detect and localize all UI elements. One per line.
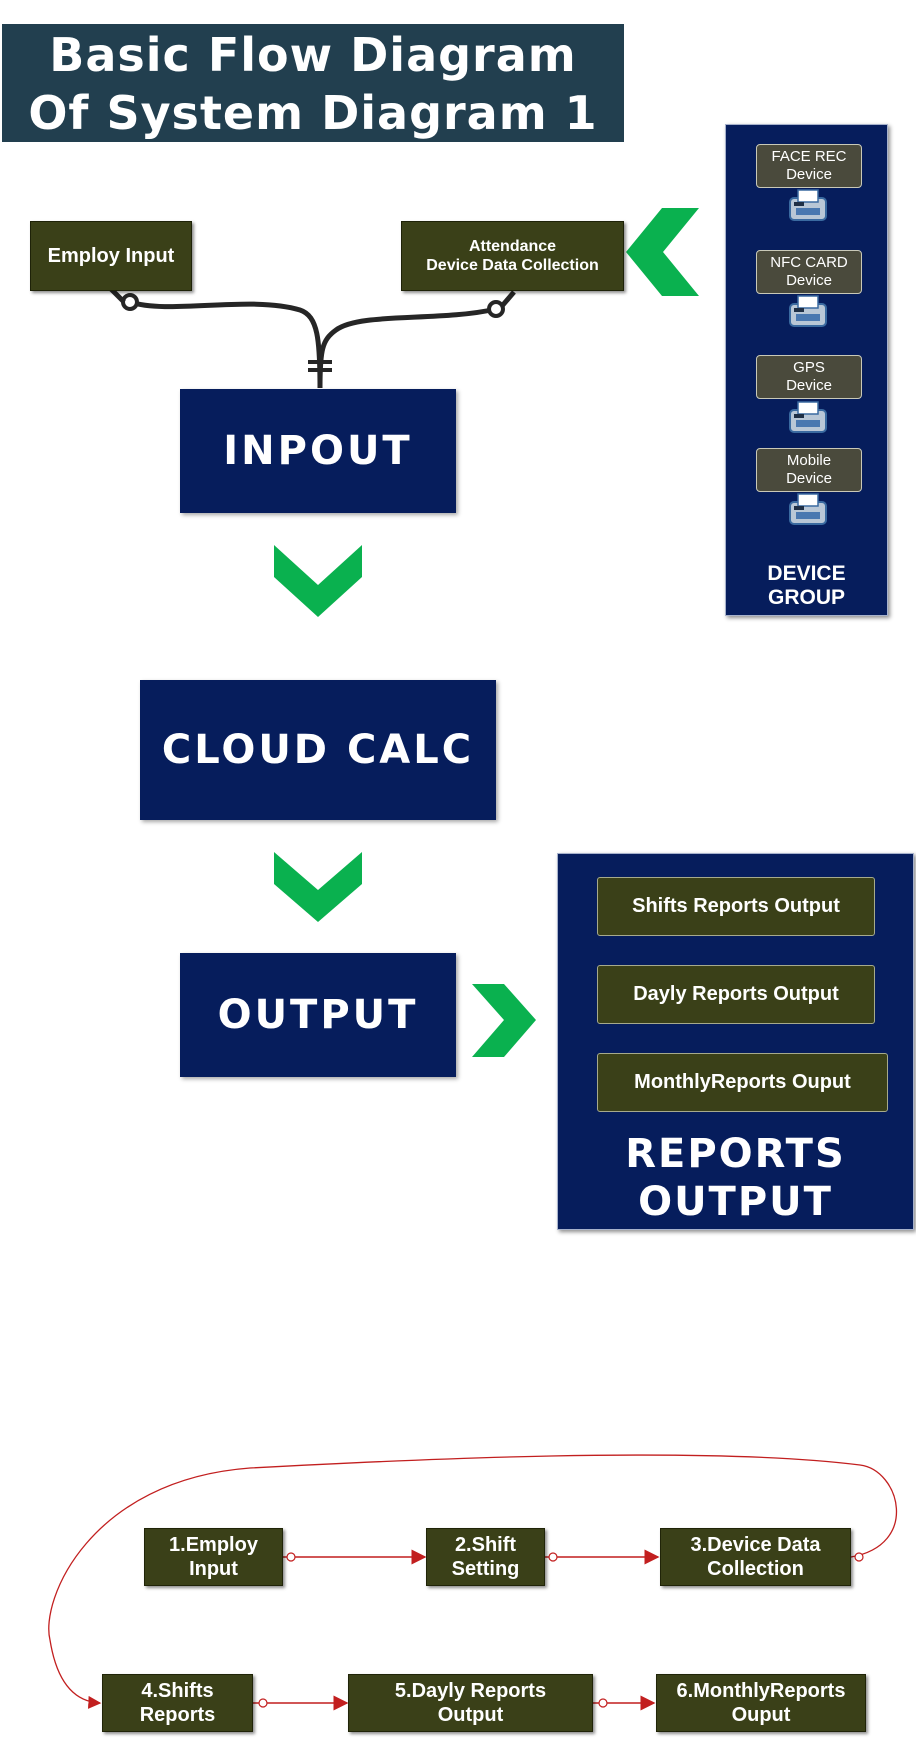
step-line-1: 6.MonthlyReports [676, 1680, 846, 1702]
attendance-label-line-1: Attendance [468, 238, 557, 255]
employ-input-box: Employ Input [30, 221, 192, 291]
step-line-2: Ouput [731, 1704, 791, 1726]
device-line-2: Device [786, 272, 832, 289]
device-icon [789, 401, 827, 433]
output-label: OUTPUT [217, 992, 419, 1038]
reports-output-label: REPORTS OUTPUT [557, 1130, 914, 1226]
step-line-2: Collection [707, 1558, 804, 1580]
device-icon [789, 295, 827, 327]
device-group-label-line-1: DEVICE [767, 562, 846, 585]
title-line-1: Basic Flow Diagram [49, 28, 577, 82]
cloud-to-output-chevron [274, 852, 362, 922]
device-line-1: GPS [793, 359, 825, 376]
inpout-label: INPOUT [223, 428, 413, 474]
step-line-1: 4.Shifts [141, 1680, 214, 1702]
mobile-device-label: Mobile Device [756, 448, 862, 492]
step-line-2: Output [437, 1704, 504, 1726]
device-to-attendance-chevron [626, 208, 699, 296]
step-line-1: 1.Employ [169, 1534, 258, 1556]
dayly-reports-output-item: Dayly Reports Output [597, 965, 875, 1024]
connector-1-to-2-origin [286, 1552, 296, 1562]
step-line-1: 3.Device Data [690, 1534, 821, 1556]
device-icon [789, 189, 827, 221]
report-item-label: MonthlyReports Ouput [634, 1071, 851, 1093]
gps-device-label: GPS Device [756, 355, 862, 399]
attendance-connector [317, 306, 497, 389]
step-line-1: 2.Shift [454, 1534, 517, 1556]
device-line-2: Device [786, 377, 832, 394]
step-line-1: 5.Dayly Reports [394, 1680, 547, 1702]
device-icon [789, 493, 827, 525]
step-line-2: Reports [139, 1704, 216, 1726]
reports-output-label-line-2: OUTPUT [638, 1179, 833, 1225]
attendance-connector-tick [500, 290, 516, 308]
face-rec-device-label: FACE REC Device [756, 144, 862, 188]
step-6-monthly-reports-output: 6.MonthlyReports Ouput [656, 1674, 866, 1732]
connector-5-to-6-origin [598, 1698, 608, 1708]
inpout-crowfoot [308, 360, 332, 372]
reports-output-label-line-1: REPORTS [625, 1131, 846, 1177]
inpout-to-cloud-chevron [274, 545, 362, 617]
attendance-box: Attendance Device Data Collection [401, 221, 624, 291]
device-line-1: NFC CARD [770, 254, 848, 271]
cloud-calc-box: CLOUD CALC [140, 680, 496, 820]
title-line-2: Of System Diagram 1 [28, 86, 598, 140]
output-box: OUTPUT [180, 953, 456, 1077]
step-1-employ-input: 1.Employ Input [144, 1528, 283, 1586]
nfc-card-device-label: NFC CARD Device [756, 250, 862, 294]
attendance-connector-end [487, 300, 505, 318]
shifts-reports-output-item: Shifts Reports Output [597, 877, 875, 936]
diagram-title: Basic Flow Diagram Of System Diagram 1 [2, 24, 624, 142]
device-line-1: Mobile [786, 452, 832, 469]
connector-3-to-4 [48, 1454, 898, 1709]
device-line-2: Device [786, 166, 832, 183]
step-2-shift-setting: 2.Shift Setting [426, 1528, 545, 1586]
step-line-2: Setting [451, 1558, 520, 1580]
device-group-label: DEVICE GROUP [725, 562, 888, 610]
inpout-box: INPOUT [180, 389, 456, 513]
connector-2-to-3-origin [548, 1552, 558, 1562]
step-3-device-data-collection: 3.Device Data Collection [660, 1528, 851, 1586]
device-line-2: Device [786, 470, 832, 487]
monthly-reports-output-item: MonthlyReports Ouput [597, 1053, 888, 1112]
attendance-label-line-2: Device Data Collection [426, 257, 599, 274]
employ-input-connector [129, 299, 323, 389]
employ-input-label: Employ Input [47, 244, 175, 267]
device-line-1: FACE REC [771, 148, 847, 165]
connector-4-to-5-origin [258, 1698, 268, 1708]
cloud-calc-label: CLOUD CALC [161, 727, 475, 773]
device-group-label-line-2: GROUP [767, 586, 845, 609]
step-4-shifts-reports: 4.Shifts Reports [102, 1674, 253, 1732]
report-item-label: Dayly Reports Output [633, 983, 839, 1005]
connector-3-to-4-origin [854, 1552, 864, 1562]
step-line-2: Input [189, 1558, 238, 1580]
output-to-reports-chevron [472, 984, 536, 1057]
report-item-label: Shifts Reports Output [632, 895, 840, 917]
step-5-dayly-reports-output: 5.Dayly Reports Output [348, 1674, 593, 1732]
